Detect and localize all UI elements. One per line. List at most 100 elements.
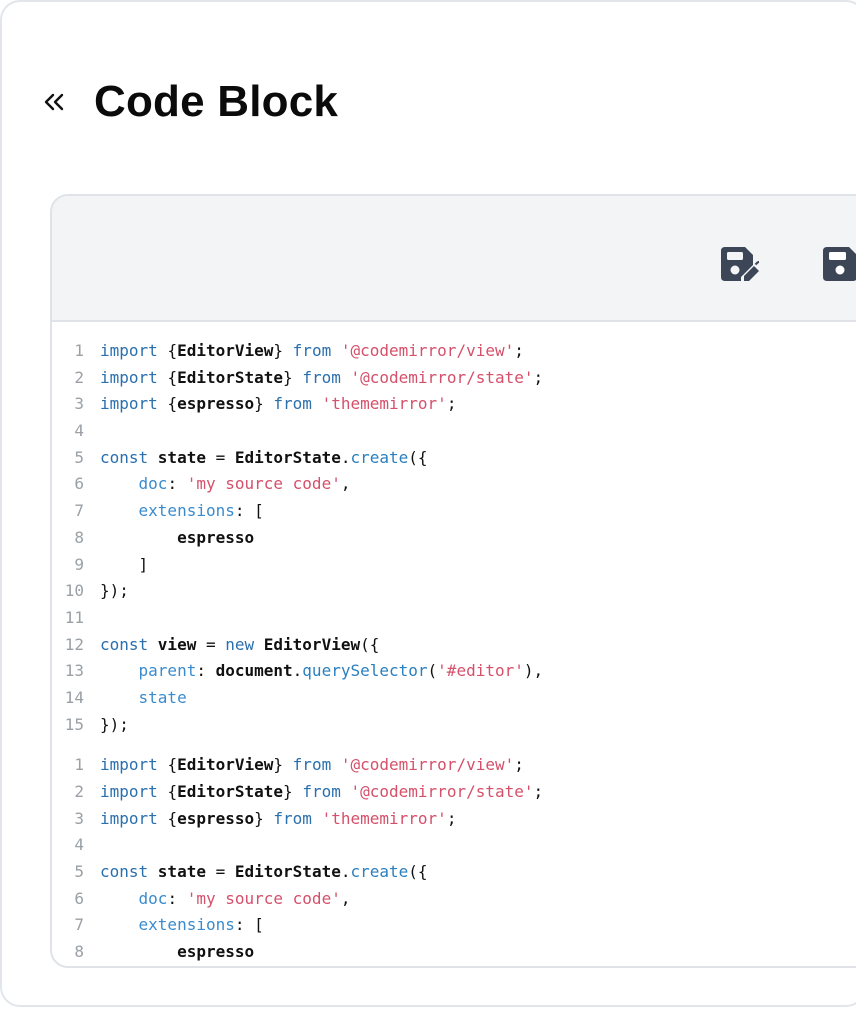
code-line[interactable]: 5 const state = EditorState.create({ [52, 445, 856, 472]
code-text: import {espresso} from 'thememirror'; [100, 806, 456, 833]
code-token: state [157, 447, 206, 467]
code-token: view [157, 634, 197, 654]
code-line[interactable]: 11 [52, 605, 856, 632]
save-edit-button[interactable] [716, 242, 760, 286]
code-line[interactable]: 4 [52, 832, 856, 859]
code-token: { [167, 341, 178, 360]
code-token: import [100, 367, 168, 387]
code-text: doc: 'my source code', [100, 471, 351, 498]
line-number: 7 [74, 915, 84, 935]
code-line[interactable]: 12 const view = new EditorView({ [52, 632, 856, 659]
code-token: = [205, 862, 235, 882]
code-token: '@codemirror/state' [350, 367, 534, 387]
code-token: ({ [408, 862, 428, 882]
code-token: , [340, 888, 351, 908]
code-token: ({ [360, 634, 380, 654]
code-token: from [302, 367, 351, 387]
code-line[interactable]: 6 doc: 'my source code', [52, 471, 856, 498]
code-token: doc [138, 474, 168, 494]
code-token: '#editor' [437, 661, 524, 681]
code-token: import [100, 782, 168, 801]
code-line[interactable]: 15}); [52, 712, 856, 739]
code-text: doc: 'my source code', [100, 886, 351, 913]
code-token: }); [100, 581, 129, 601]
code-line[interactable]: 7 extensions: [ [52, 498, 856, 525]
code-token: const [100, 634, 158, 654]
code-token: . [340, 862, 351, 882]
code-token: } [283, 367, 303, 387]
code-token: ; [446, 808, 457, 828]
code-token: '@codemirror/view' [340, 341, 515, 360]
line-number: 5 [74, 447, 84, 467]
code-line[interactable]: 14 state [52, 685, 856, 712]
code-token: } [254, 808, 274, 828]
code-token: EditorState [177, 782, 284, 801]
code-text: import {EditorView} from '@codemirror/vi… [100, 752, 524, 779]
code-line[interactable]: 13 parent: document.querySelector('#edit… [52, 658, 856, 685]
code-token: ; [533, 367, 544, 387]
code-token [100, 528, 177, 547]
code-text: extensions: [ [100, 912, 264, 939]
code-token: from [273, 808, 322, 828]
code-token: : [167, 888, 187, 908]
code-text: espresso [100, 939, 254, 966]
code-token: new [225, 634, 264, 654]
code-line[interactable]: 8 espresso [52, 525, 856, 552]
code-line[interactable]: 8 espresso [52, 939, 856, 966]
code-token: 'thememirror' [321, 808, 447, 828]
code-token: import [100, 341, 168, 360]
code-line[interactable]: 3 import {espresso} from 'thememirror'; [52, 806, 856, 833]
code-token: { [167, 782, 178, 801]
code-token: : [ [234, 915, 264, 935]
code-text: parent: document.querySelector('#editor'… [100, 658, 544, 685]
code-token: import [100, 755, 168, 775]
code-token: doc [138, 888, 168, 908]
code-token: import [100, 808, 168, 828]
code-token [100, 889, 139, 908]
code-token: } [283, 782, 303, 801]
line-number: 3 [74, 808, 84, 828]
back-button[interactable] [36, 84, 72, 120]
code-token: state [138, 687, 187, 707]
code-text: import {EditorState} from '@codemirror/s… [100, 365, 543, 392]
code-text: const state = EditorState.create({ [100, 445, 428, 472]
code-token: { [167, 394, 178, 414]
code-token [100, 501, 139, 520]
code-token: espresso [177, 942, 255, 962]
line-number: 14 [64, 687, 84, 707]
line-number: 15 [64, 714, 84, 734]
code-token: : [ [234, 501, 264, 521]
code-token: EditorView [263, 634, 361, 654]
code-text: import {espresso} from 'thememirror'; [100, 391, 456, 418]
code-token: ] [100, 554, 149, 574]
code-line[interactable]: 4 [52, 418, 856, 445]
code-token: EditorState [234, 447, 341, 467]
line-number: 11 [64, 607, 84, 627]
line-number: 2 [74, 782, 84, 801]
code-token: state [157, 862, 206, 882]
code-line[interactable]: 7 extensions: [ [52, 912, 856, 939]
line-number: 12 [64, 634, 84, 654]
code-token: EditorView [177, 341, 274, 360]
code-token: } [273, 341, 293, 360]
line-number: 4 [74, 421, 84, 441]
code-line[interactable]: 10}); [52, 578, 856, 605]
code-text: const state = EditorState.create({ [100, 859, 428, 886]
code-token: ), [523, 661, 544, 681]
code-line[interactable]: 9 ] [52, 552, 856, 579]
code-line[interactable]: 6 doc: 'my source code', [52, 886, 856, 913]
line-number: 6 [74, 474, 84, 494]
code-text: const view = new EditorView({ [100, 632, 379, 659]
code-toolbar [52, 196, 856, 322]
save-button[interactable] [818, 242, 856, 286]
code-token: ; [533, 782, 544, 801]
